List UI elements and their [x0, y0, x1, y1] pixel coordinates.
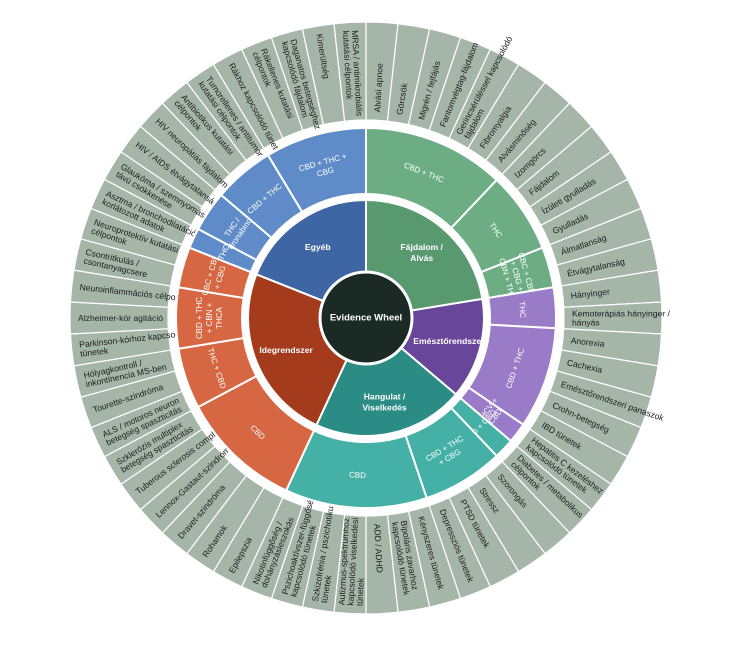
wheel-title: Evidence Wheel	[330, 313, 402, 324]
condition-segment	[333, 21, 367, 122]
condition-label: ADD / ADHD	[372, 523, 385, 573]
category-label: Idegrendszer	[259, 345, 313, 355]
condition-label: Kemoterápiás hányinger /hányás	[572, 309, 671, 328]
center-hub	[318, 270, 414, 366]
category-label: Egyéb	[305, 242, 331, 252]
condition-label: Alvási apnoe	[372, 63, 385, 113]
condition-label: Alzheimer-kór agitáció	[78, 313, 163, 323]
condition-label: Anorexia	[570, 335, 605, 349]
condition-label: MRSA / antimikrobiáliskutatási célpontok	[341, 30, 365, 117]
compound-segment	[266, 126, 367, 214]
compound-label: CBD	[349, 470, 367, 480]
category-label: Fájdalom /Alvás	[400, 242, 443, 263]
category-label: Emésztőrendszer	[413, 336, 485, 346]
condition-label: Hányinger	[570, 287, 610, 301]
compound-label: CBD + THC+ CBN +THCA	[195, 297, 224, 340]
compound-label: THC	[518, 301, 528, 318]
category-label: Hangulat /Viselkedés	[362, 391, 406, 412]
